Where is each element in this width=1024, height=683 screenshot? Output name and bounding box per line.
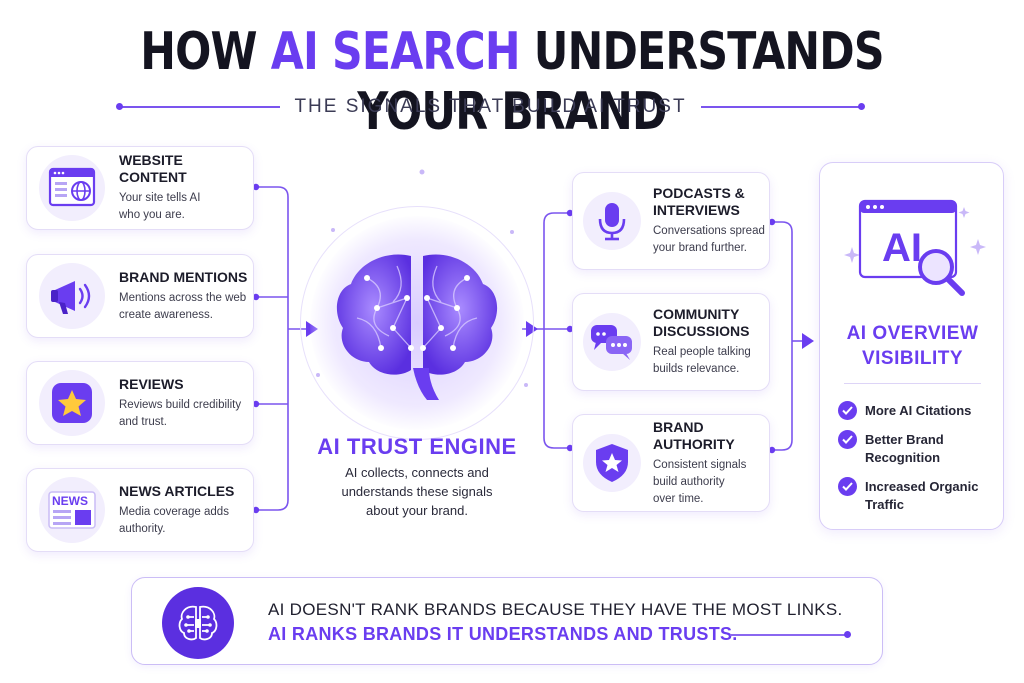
source-title: REVIEWS <box>119 375 184 392</box>
chat-bubbles-icon <box>583 313 641 371</box>
signal-title: PODCASTS &INTERVIEWS <box>653 185 745 218</box>
check-icon <box>838 430 857 449</box>
circuit-brain-icon <box>162 587 234 659</box>
engine-ring <box>300 206 534 440</box>
star-icon <box>39 370 105 436</box>
ai-search-icon: AI <box>844 199 986 296</box>
footer-accent-line <box>730 631 851 638</box>
ai-icon-label: AI <box>882 226 922 270</box>
check-icon <box>838 477 857 496</box>
title-accent: AI SEARCH <box>270 22 521 82</box>
source-title: WEBSITE CONTENT <box>119 152 187 185</box>
footer-banner: AI DOESN'T RANK BRANDS BECAUSE THEY HAVE… <box>131 577 883 665</box>
subtitle-row: THE SIGNALS THAT BUILD AI TRUST <box>115 94 866 120</box>
check-icon <box>838 401 857 420</box>
news-icon-label: NEWS <box>52 494 88 508</box>
engine-title: AI TRUST ENGINE <box>317 434 517 459</box>
footer-conclusion: AI RANKS BRANDS IT UNDERSTANDS AND TRUST… <box>268 624 738 644</box>
panel-divider <box>844 383 981 384</box>
subtitle-divider-left <box>115 103 281 110</box>
website-icon <box>39 155 105 221</box>
page-title: HOW AI SEARCH UNDERSTANDS YOUR BRAND <box>140 22 884 142</box>
signal-title: BRAND AUTHORITY <box>653 418 735 452</box>
shield-star-icon <box>583 434 641 492</box>
page-subtitle: THE SIGNALS THAT BUILD AI TRUST <box>294 96 687 117</box>
megaphone-icon <box>39 263 105 329</box>
signal-card-podcasts: PODCASTS &INTERVIEWS Conversations sprea… <box>572 172 770 270</box>
benefit-item: More AI Citations <box>838 401 971 420</box>
news-icon: NEWS <box>39 477 105 543</box>
source-title: NEWS ARTICLES <box>119 482 235 499</box>
source-title: BRAND MENTIONS <box>119 268 248 285</box>
subtitle-divider-right <box>700 103 866 110</box>
microphone-icon <box>583 192 641 250</box>
footer-statement: AI DOESN'T RANK BRANDS BECAUSE THEY HAVE… <box>268 600 843 619</box>
